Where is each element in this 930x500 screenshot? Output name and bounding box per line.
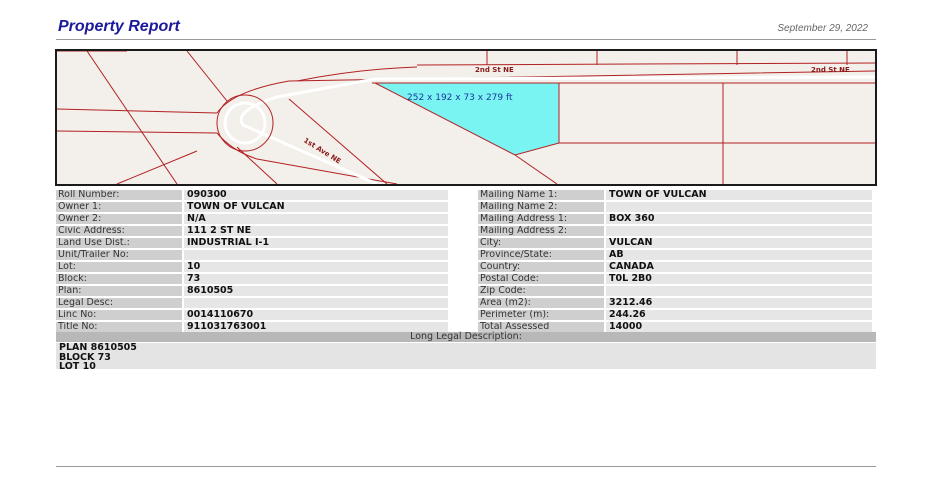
header-divider <box>56 39 876 40</box>
table-row: Land Use Dist.:INDUSTRIAL I-1 <box>56 238 448 248</box>
field-value: 090300 <box>184 190 448 200</box>
field-label: Perimeter (m): <box>478 310 604 320</box>
field-label: City: <box>478 238 604 248</box>
field-label: Mailing Name 2: <box>478 202 604 212</box>
mailing-details-table: Mailing Name 1:TOWN OF VULCAN Mailing Na… <box>478 190 872 334</box>
table-row: Owner 1:TOWN OF VULCAN <box>56 202 448 212</box>
field-label: Zip Code: <box>478 286 604 296</box>
field-label: Linc No: <box>56 310 182 320</box>
field-label: Country: <box>478 262 604 272</box>
field-value: N/A <box>184 214 448 224</box>
table-row: Linc No:0014110670 <box>56 310 448 320</box>
field-value: 911031763001 <box>184 322 448 332</box>
field-value: 14000 <box>606 322 872 332</box>
legal-line-block: BLOCK 73 <box>59 351 111 363</box>
legal-line-lot: LOT 10 <box>59 361 96 372</box>
report-date: September 29, 2022 <box>777 23 868 34</box>
table-row: Mailing Address 1:BOX 360 <box>478 214 872 224</box>
field-value <box>606 286 872 296</box>
footer-divider <box>56 466 876 467</box>
parcel-map-drawing <box>57 51 875 184</box>
table-row: Province/State:AB <box>478 250 872 260</box>
field-value: VULCAN <box>606 238 872 248</box>
table-row: Roll Number:090300 <box>56 190 448 200</box>
table-row: Unit/Trailer No: <box>56 250 448 260</box>
table-row: Mailing Address 2: <box>478 226 872 236</box>
field-label: Roll Number: <box>56 190 182 200</box>
field-label: Land Use Dist.: <box>56 238 182 248</box>
cul-de-sac <box>216 94 274 152</box>
field-value <box>606 202 872 212</box>
table-row: Zip Code: <box>478 286 872 296</box>
table-row: Block:73 <box>56 274 448 284</box>
field-label: Province/State: <box>478 250 604 260</box>
field-value: CANADA <box>606 262 872 272</box>
table-row: City:VULCAN <box>478 238 872 248</box>
field-value: INDUSTRIAL I-1 <box>184 238 448 248</box>
field-label: Unit/Trailer No: <box>56 250 182 260</box>
field-label: Owner 1: <box>56 202 182 212</box>
field-label: Mailing Name 1: <box>478 190 604 200</box>
field-label: Civic Address: <box>56 226 182 236</box>
field-value: BOX 360 <box>606 214 872 224</box>
field-label: Plan: <box>56 286 182 296</box>
table-row: Plan:8610505 <box>56 286 448 296</box>
field-value: 0014110670 <box>184 310 448 320</box>
field-value <box>606 226 872 236</box>
long-legal-description-header: Long Legal Description: <box>56 332 876 342</box>
field-value: 111 2 ST NE <box>184 226 448 236</box>
field-value <box>184 298 448 308</box>
legal-line-plan: PLAN 8610505 <box>59 342 137 353</box>
table-row: Perimeter (m):244.26 <box>478 310 872 320</box>
field-label: Block: <box>56 274 182 284</box>
field-value: 8610505 <box>184 286 448 296</box>
field-value: T0L 2B0 <box>606 274 872 284</box>
field-label: Area (m2): <box>478 298 604 308</box>
field-value: TOWN OF VULCAN <box>184 202 448 212</box>
table-row: Area (m2):3212.46 <box>478 298 872 308</box>
field-label: Title No: <box>56 322 182 332</box>
table-row: Postal Code:T0L 2B0 <box>478 274 872 284</box>
street-label-2nd-st: 2nd St NE <box>475 66 514 74</box>
field-label: Mailing Address 1: <box>478 214 604 224</box>
table-row: Civic Address:111 2 ST NE <box>56 226 448 236</box>
field-label: Mailing Address 2: <box>478 226 604 236</box>
field-value: 244.26 <box>606 310 872 320</box>
road-centerline <box>239 75 875 184</box>
report-title: Property Report <box>58 18 180 35</box>
table-row: Mailing Name 2: <box>478 202 872 212</box>
field-label: Total Assessed <box>478 322 604 332</box>
field-value: 73 <box>184 274 448 284</box>
field-value: AB <box>606 250 872 260</box>
table-row: Lot:10 <box>56 262 448 272</box>
cul-de-sac-centerline <box>223 101 267 145</box>
long-legal-description-body: PLAN 8610505 BLOCK 73 LOT 10 <box>56 342 876 372</box>
table-row: Title No:911031763001 <box>56 322 448 332</box>
field-value: 10 <box>184 262 448 272</box>
table-row: Legal Desc: <box>56 298 448 308</box>
parcel-dimensions-label: 252 x 192 x 73 x 279 ft <box>407 93 513 103</box>
table-row: Mailing Name 1:TOWN OF VULCAN <box>478 190 872 200</box>
field-label: Postal Code: <box>478 274 604 284</box>
field-value: 3212.46 <box>606 298 872 308</box>
field-label: Lot: <box>56 262 182 272</box>
field-value: TOWN OF VULCAN <box>606 190 872 200</box>
parcel-map: 2nd St NE 2nd St NE 1st Ave NE 252 x 192… <box>55 49 877 186</box>
field-label: Owner 2: <box>56 214 182 224</box>
street-label-2nd-st-east: 2nd St NE <box>811 66 850 74</box>
property-details-table: Roll Number:090300 Owner 1:TOWN OF VULCA… <box>56 190 448 334</box>
field-value <box>184 250 448 260</box>
table-row: Country:CANADA <box>478 262 872 272</box>
field-label: Legal Desc: <box>56 298 182 308</box>
table-row: Owner 2:N/A <box>56 214 448 224</box>
